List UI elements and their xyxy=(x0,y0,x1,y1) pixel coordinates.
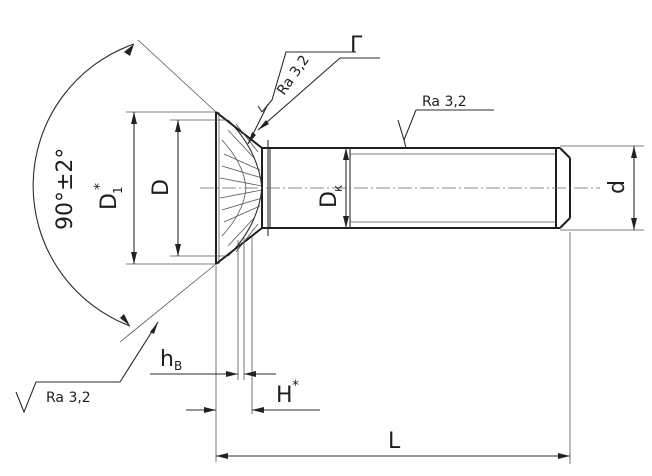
gamma-label: Г xyxy=(350,33,363,58)
dk-label-group: D к xyxy=(317,185,345,208)
h-label: H xyxy=(276,383,293,408)
thread-d-label: d xyxy=(605,180,630,194)
ra-head-label: Ra 3,2 xyxy=(274,52,313,98)
roughness-shank-leader xyxy=(397,109,494,149)
ra-shank-label: Ra 3,2 xyxy=(422,94,467,110)
roughness-bottom-leader xyxy=(15,321,159,414)
d1-sub-label: 1 xyxy=(111,186,125,194)
gamma-leader xyxy=(257,57,380,131)
angle-label: 90°±2° xyxy=(53,148,78,230)
dk-label: D xyxy=(317,191,342,208)
d1-dimension xyxy=(126,111,216,265)
thread-d-dimension xyxy=(560,145,644,231)
height-dimensions xyxy=(150,236,320,462)
h-star-label: * xyxy=(292,378,299,394)
length-label: L xyxy=(388,429,401,454)
roughness-head-leader xyxy=(247,51,356,145)
angle-dimension xyxy=(32,39,217,343)
hb-label: h xyxy=(160,347,174,372)
d1-star-label: * xyxy=(92,183,108,190)
d-dimension xyxy=(170,119,228,257)
hb-sub-label: В xyxy=(174,359,182,373)
length-dimension xyxy=(216,232,571,464)
d-label: D xyxy=(149,179,174,196)
dk-sub-label: к xyxy=(331,185,345,192)
ra-bottom-label: Ra 3,2 xyxy=(46,390,91,406)
d1-label: D xyxy=(97,193,122,210)
dk-dimension xyxy=(343,148,349,228)
d1-label-group: D 1 * xyxy=(92,183,125,210)
